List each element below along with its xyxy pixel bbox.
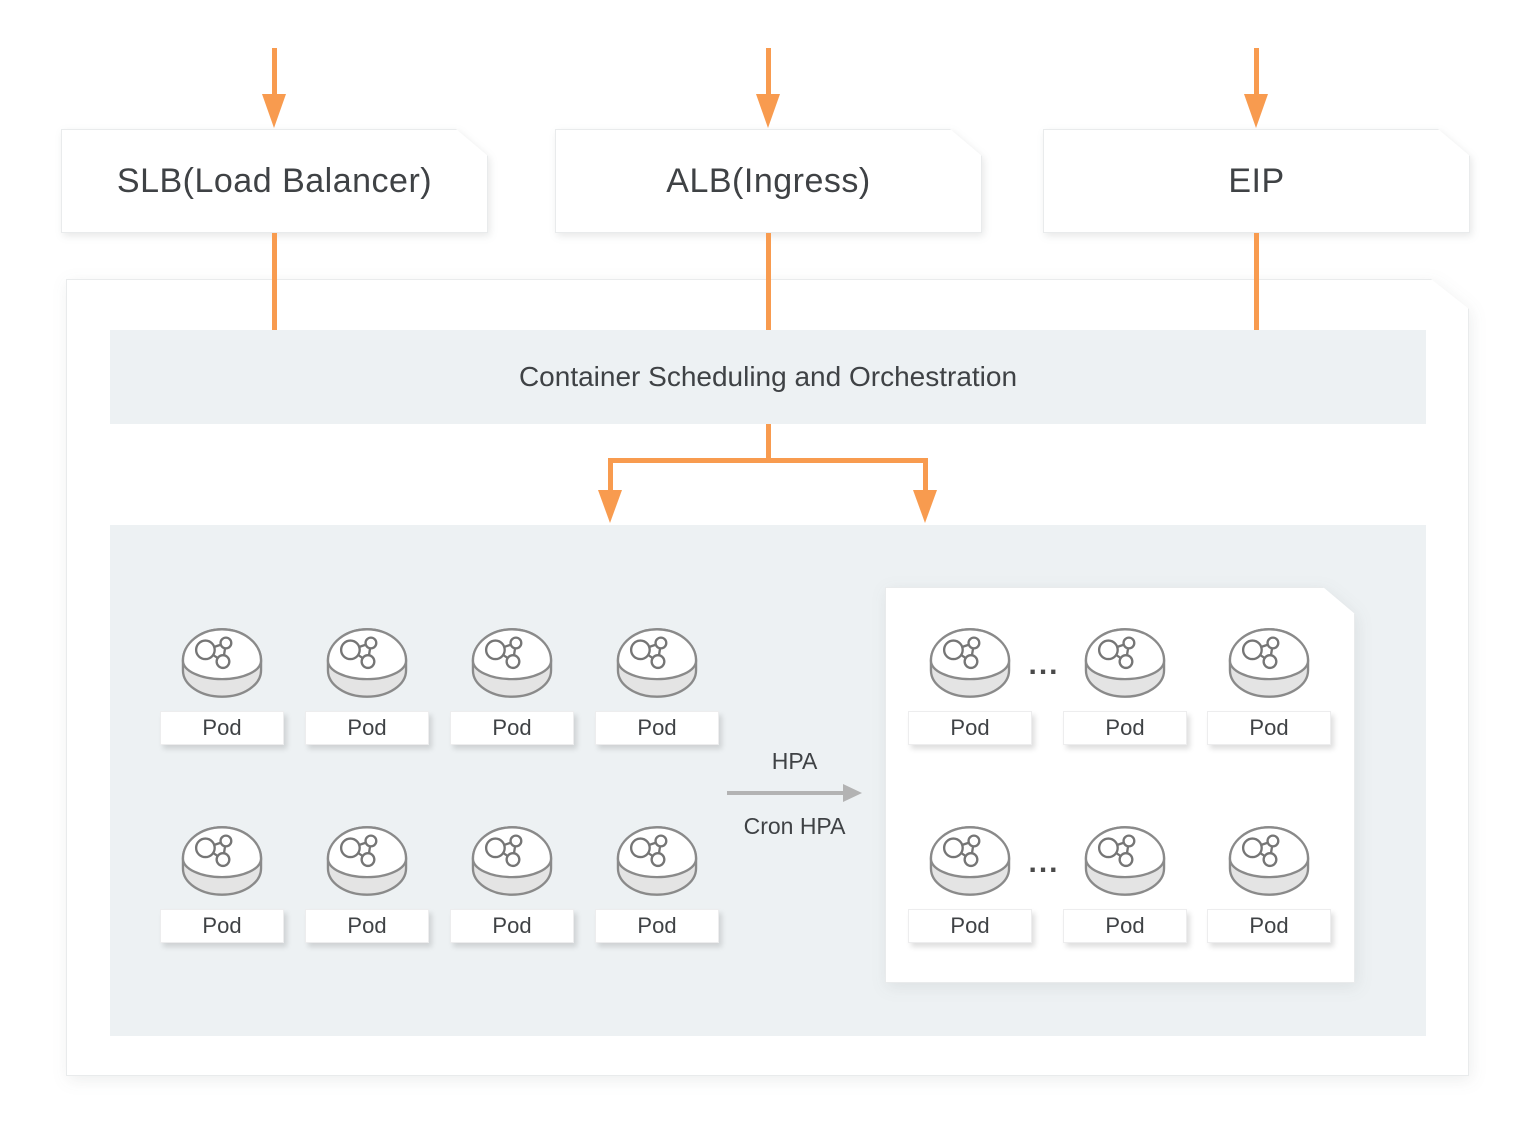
pod-icon [1228,628,1310,698]
pod-icon [471,628,553,698]
pod-label: Pod [908,711,1032,745]
node-slb-label: SLB(Load Balancer) [116,161,433,200]
pod-unit: Pod [1060,627,1190,745]
pod-icon [1084,628,1166,698]
arrow-shaft [607,458,613,490]
pod-icon [181,628,263,698]
inbound-arrow-alb [756,48,780,128]
pod-unit: Pod [905,627,1035,745]
pod-unit: Pod [592,627,722,745]
orchestration-title: Container Scheduling and Orchestration [518,361,1018,392]
pod-unit: Pod [302,627,432,745]
pod-label: Pod [450,909,574,943]
arrow-shaft [922,458,928,490]
pod-label: Pod [160,909,284,943]
pod-unit: Pod [302,825,432,943]
pod-label: Pod [305,711,429,745]
branch-stub [766,424,771,458]
node-alb: ALB(Ingress) [555,129,982,233]
pod-icon [1228,826,1310,896]
pod-label: Pod [595,909,719,943]
arrow-down-icon [262,94,286,128]
arrow-shaft [271,48,277,94]
pod-unit: Pod [1204,825,1334,943]
pod-label: Pod [1063,711,1187,745]
branch-arrow-left [598,458,622,523]
branch-arrow-right [913,458,937,523]
pod-label: Pod [908,909,1032,943]
pod-label: Pod [1063,909,1187,943]
hpa-annotation: HPA Cron HPA [712,747,877,840]
orchestration-bar: Container Scheduling and Orchestration [110,330,1426,424]
arrow-shaft [1253,48,1259,94]
pod-icon [326,628,408,698]
arrow-down-icon [913,490,937,523]
node-alb-label: ALB(Ingress) [666,161,871,200]
pod-icon [929,628,1011,698]
pod-unit: Pod [157,627,287,745]
hpa-label: HPA [771,748,818,774]
branch-horizontal [608,458,928,463]
pod-icon [1084,826,1166,896]
connector-eip-to-orchestration [1254,233,1259,330]
arrow-shaft [765,48,771,94]
cron-hpa-label: Cron HPA [743,813,846,839]
pod-unit: Pod [592,825,722,943]
pod-icon [616,628,698,698]
pod-icon [471,826,553,896]
ellipsis: ... [1028,846,1060,879]
pod-unit: Pod [1204,627,1334,745]
node-eip-label: EIP [1228,161,1285,200]
arrow-down-icon [1244,94,1268,128]
pod-unit: Pod [1060,825,1190,943]
arrow-right-icon [843,784,862,802]
arrow-shaft [727,791,843,795]
pod-unit: Pod [905,825,1035,943]
pod-label: Pod [450,711,574,745]
ellipsis: ... [1028,648,1060,681]
inbound-arrow-slb [262,48,286,128]
pod-label: Pod [1207,711,1331,745]
pod-icon [326,826,408,896]
hpa-arrow [712,784,877,802]
arrow-down-icon [598,490,622,523]
pod-label: Pod [160,711,284,745]
pod-label: Pod [305,909,429,943]
node-eip: EIP [1043,129,1470,233]
pod-unit: Pod [447,825,577,943]
pod-icon [929,826,1011,896]
pod-icon [616,826,698,896]
pod-icon [181,826,263,896]
inbound-arrow-eip [1244,48,1268,128]
connector-alb-to-orchestration [766,233,771,330]
pod-unit: Pod [157,825,287,943]
pod-unit: Pod [447,627,577,745]
node-slb: SLB(Load Balancer) [61,129,488,233]
arrow-down-icon [756,94,780,128]
pod-label: Pod [595,711,719,745]
connector-slb-to-orchestration [272,233,277,330]
pod-label: Pod [1207,909,1331,943]
